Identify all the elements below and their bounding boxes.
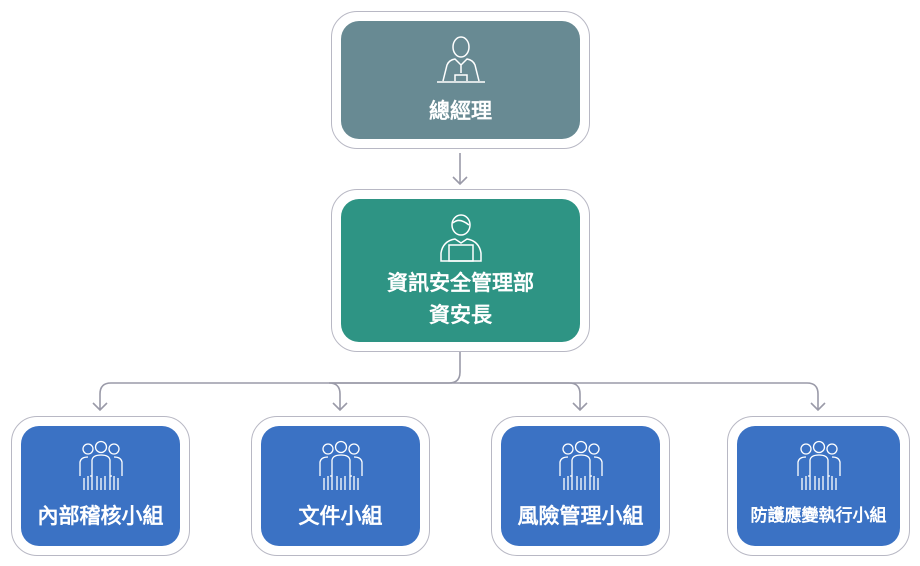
gm-label: 總經理 bbox=[429, 99, 492, 123]
group-icon bbox=[558, 440, 603, 490]
team-label: 內部稽核小組 bbox=[37, 504, 164, 528]
team-label: 風險管理小組 bbox=[517, 504, 644, 528]
team-node[interactable]: 內部稽核小組 bbox=[11, 416, 190, 556]
ciso-title-label: 資安長 bbox=[429, 302, 492, 327]
arrow-to-team-1 bbox=[92, 351, 461, 412]
team-node[interactable]: 文件小組 bbox=[251, 416, 430, 556]
arrow-to-team-2 bbox=[328, 382, 460, 412]
group-icon bbox=[796, 440, 841, 490]
team-label: 防護應變執行小組 bbox=[750, 506, 887, 526]
team-label: 文件小組 bbox=[298, 504, 383, 528]
ciso-node[interactable]: 資訊安全管理部 資安長 bbox=[331, 189, 590, 352]
team-node[interactable]: 防護應變執行小組 bbox=[727, 416, 910, 556]
person-laptop-icon bbox=[439, 213, 482, 262]
arrow-gm-to-ciso bbox=[452, 153, 468, 186]
person-at-desk-icon bbox=[436, 36, 485, 83]
arrow-to-team-3 bbox=[460, 382, 588, 412]
ciso-dept-label: 資訊安全管理部 bbox=[387, 270, 534, 295]
team-node[interactable]: 風險管理小組 bbox=[491, 416, 670, 556]
group-icon bbox=[318, 440, 363, 490]
group-icon bbox=[78, 440, 123, 490]
arrow-to-team-4 bbox=[460, 382, 826, 412]
gm-node[interactable]: 總經理 bbox=[331, 11, 590, 149]
